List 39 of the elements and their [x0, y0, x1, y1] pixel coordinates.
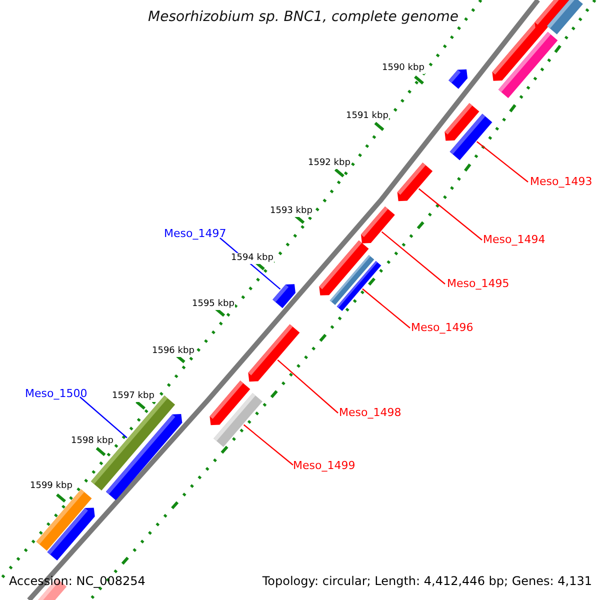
tick-label: 1590 kbp [381, 63, 426, 74]
tick-label: 1591 kbp [345, 111, 390, 122]
gene-block [210, 380, 250, 426]
accession-text: Accession: NC_008254 [9, 575, 146, 587]
tick-label: 1595 kbp [191, 299, 236, 310]
gene-block [360, 206, 395, 244]
gene-label: Meso_1493 [530, 176, 592, 187]
gene-label: Meso_1498 [339, 407, 402, 418]
gene-block [248, 324, 300, 382]
gene-label: Meso_1496 [411, 322, 474, 333]
leader-line [243, 424, 294, 466]
tick-label: 1592 kbp [307, 158, 352, 169]
gene-block [498, 32, 558, 98]
tick-label: 1594 kbp [230, 253, 274, 264]
gene-label: Meso_1499 [293, 460, 356, 471]
tick-label: 1593 kbp [269, 206, 314, 217]
gene-label: Meso_1497 [164, 228, 226, 239]
leader-line [80, 396, 128, 438]
gene-block [547, 0, 583, 34]
tick-label: 1596 kbp [151, 346, 196, 357]
gene-label: Meso_1495 [447, 278, 510, 289]
leader-line [418, 188, 482, 240]
gene-label: Meso_1500 [25, 388, 88, 399]
gene-block [47, 508, 95, 561]
gene-block [397, 162, 433, 202]
gene-block [448, 69, 468, 89]
tick-label: 1597 kbp [111, 391, 156, 402]
gene-block [444, 103, 480, 141]
leader-line [381, 231, 446, 284]
leader-line [476, 141, 528, 182]
gene-block [272, 284, 296, 308]
map-title: Mesorhizobium sp. BNC1, complete genome [148, 10, 458, 24]
leader-line [277, 360, 338, 414]
gene-block [330, 254, 374, 306]
tick-label: 1598 kbp [70, 436, 114, 447]
gene-label: Meso_1494 [483, 234, 546, 245]
leader-line [362, 288, 410, 328]
tick-label: 1599 kbp [29, 481, 74, 492]
genome-info-text: Topology: circular; Length: 4,412,446 bp; Genes: 4,131 [262, 575, 592, 587]
